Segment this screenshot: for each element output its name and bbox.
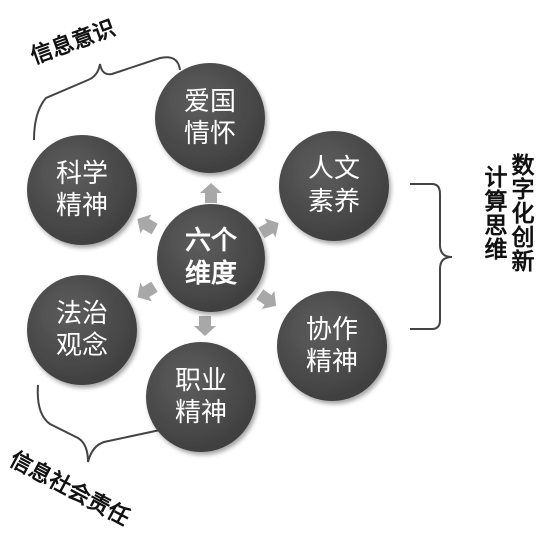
node-patriotism: 爱国 情怀	[155, 63, 265, 173]
node-science: 科学 精神	[27, 135, 137, 245]
arrow-to-patriotism	[200, 183, 222, 203]
node-humanities: 人文 素养	[279, 131, 389, 241]
label-information-social-responsibility: 信息社会责任	[5, 446, 134, 531]
node-collaboration-line-2: 精神	[306, 347, 358, 377]
node-professionalism-line-1: 职业	[175, 366, 227, 396]
arrow-to-collaboration	[256, 289, 277, 310]
bracket-digital-innovation	[410, 183, 453, 330]
node-rule-of-law-line-2: 观念	[56, 331, 108, 361]
label-computational-thinking: 计算思维	[480, 165, 508, 261]
node-collaboration: 协作 精神	[277, 291, 387, 401]
bracket-information-awareness	[33, 56, 181, 141]
node-professionalism-line-2: 精神	[175, 398, 227, 428]
node-rule-of-law-line-1: 法治	[56, 299, 108, 329]
center-node: 六个 维度	[157, 204, 265, 312]
label-information-awareness: 信息意识	[27, 15, 119, 70]
arrow-to-rule-of-law	[137, 281, 158, 302]
node-science-line-2: 精神	[56, 191, 108, 221]
node-collaboration-line-1: 协作	[306, 315, 358, 345]
arrow-to-humanities	[258, 218, 279, 239]
arrow-to-science	[137, 214, 158, 235]
node-humanities-line-2: 素养	[308, 187, 360, 217]
arrow-to-professionalism	[194, 316, 216, 336]
node-humanities-line-1: 人文	[308, 154, 360, 184]
node-patriotism-line-1: 爱国	[184, 87, 236, 117]
node-rule-of-law: 法治 观念	[27, 275, 137, 385]
center-line-1: 六个	[185, 226, 238, 256]
node-patriotism-line-2: 情怀	[184, 119, 236, 149]
node-science-line-1: 科学	[56, 159, 108, 189]
center-line-2: 维度	[185, 258, 237, 289]
node-professionalism: 职业 精神	[146, 342, 256, 452]
label-digital-innovation: 数字化创新	[507, 153, 536, 273]
